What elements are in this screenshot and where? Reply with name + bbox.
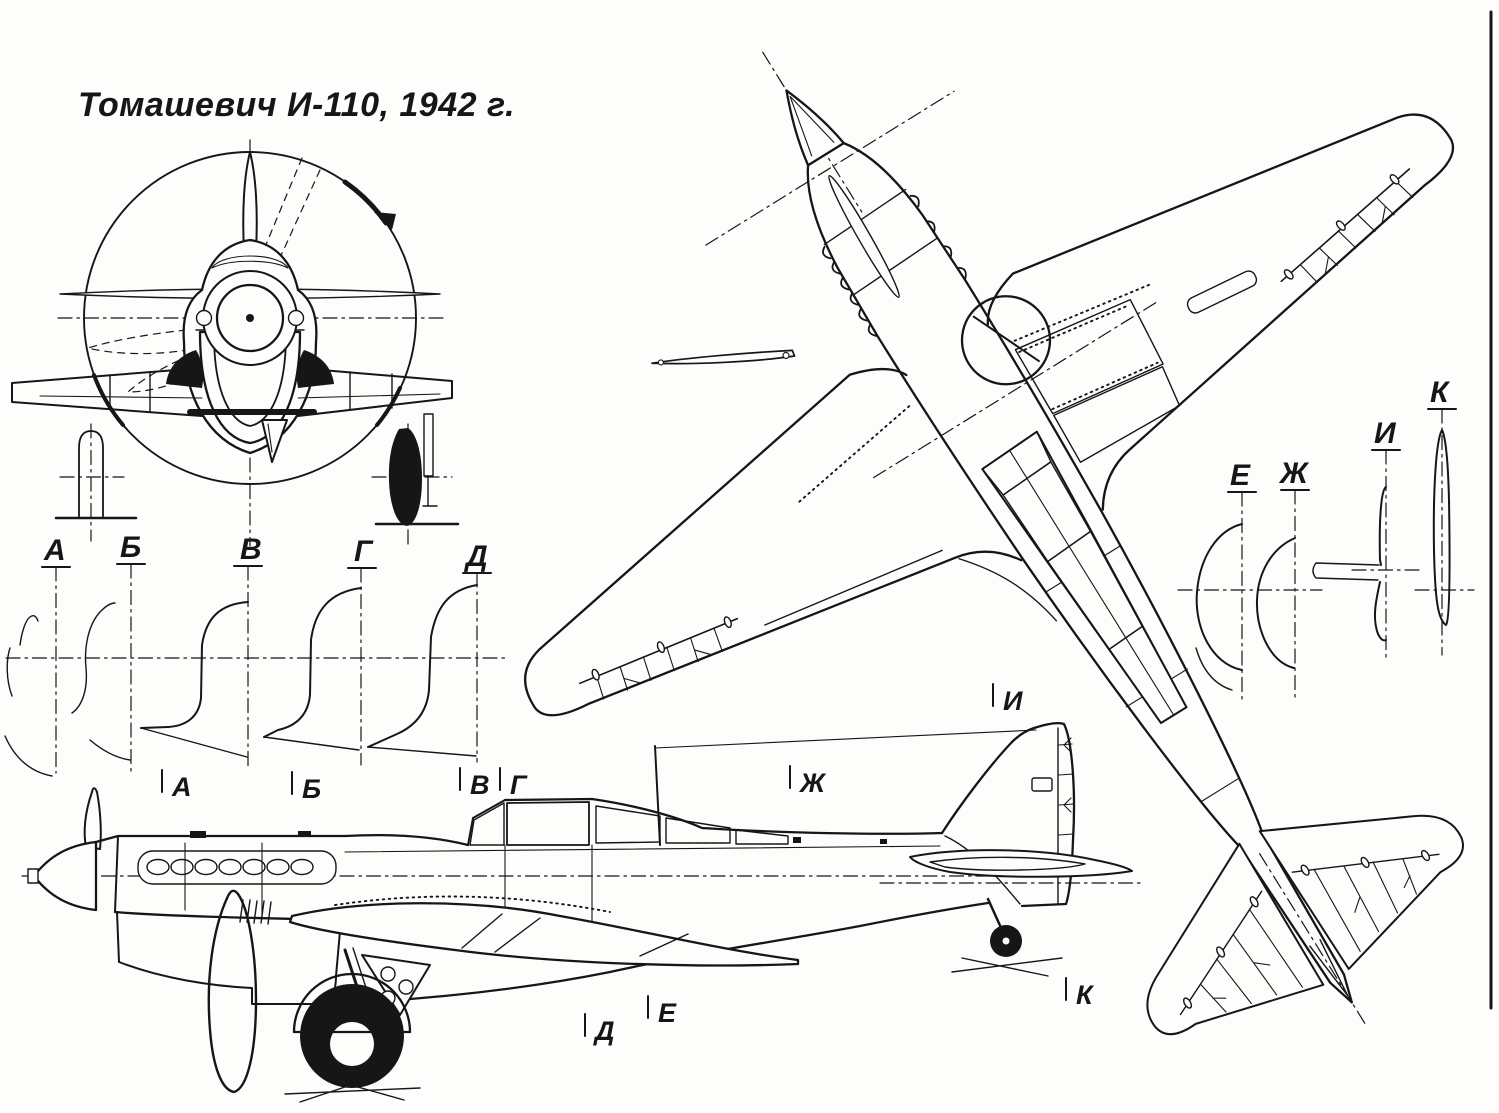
station-markers: А Б В Г Ж И Д Е К bbox=[161, 683, 1095, 1046]
station-marker: И bbox=[992, 683, 1023, 716]
drawing-title: Томашевич И-110, 1942 г. bbox=[78, 86, 515, 124]
svg-text:Д: Д bbox=[593, 1016, 615, 1046]
section-labels: А Б В Г Д Е Ж И К bbox=[43, 376, 1451, 573]
rotation-arrow bbox=[374, 212, 396, 230]
station-marker: Б bbox=[291, 771, 321, 804]
station-marker: Е bbox=[647, 995, 677, 1028]
svg-text:Е: Е bbox=[658, 998, 677, 1028]
side-view bbox=[21, 721, 1143, 1103]
svg-text:К: К bbox=[1076, 980, 1095, 1010]
section-label-e: Е bbox=[1230, 459, 1251, 492]
section-label-i: И bbox=[1374, 417, 1397, 450]
svg-text:В: В bbox=[470, 770, 490, 800]
station-marker: В bbox=[459, 767, 490, 800]
front-view bbox=[11, 139, 460, 547]
station-marker: Г bbox=[499, 767, 528, 800]
section-label-v: В bbox=[240, 533, 262, 566]
station-marker: Ж bbox=[789, 765, 827, 798]
cross-sections-left bbox=[4, 563, 506, 777]
station-marker: К bbox=[1065, 977, 1095, 1010]
station-marker: А bbox=[161, 769, 192, 802]
section-label-d: Д bbox=[463, 540, 488, 573]
svg-text:А: А bbox=[171, 772, 192, 802]
section-label-k: К bbox=[1430, 376, 1451, 409]
section-label-zh: Ж bbox=[1278, 457, 1310, 490]
svg-text:Г: Г bbox=[510, 770, 528, 800]
svg-text:И: И bbox=[1003, 686, 1023, 716]
svg-text:Ж: Ж bbox=[798, 768, 827, 798]
station-marker: Д bbox=[584, 1013, 615, 1046]
section-label-a: А bbox=[43, 534, 66, 567]
svg-text:Б: Б bbox=[302, 774, 321, 804]
cross-sections-right bbox=[1177, 408, 1475, 701]
section-label-b: Б bbox=[120, 531, 141, 564]
section-label-g: Г bbox=[354, 535, 374, 568]
top-view bbox=[523, 51, 1464, 1036]
